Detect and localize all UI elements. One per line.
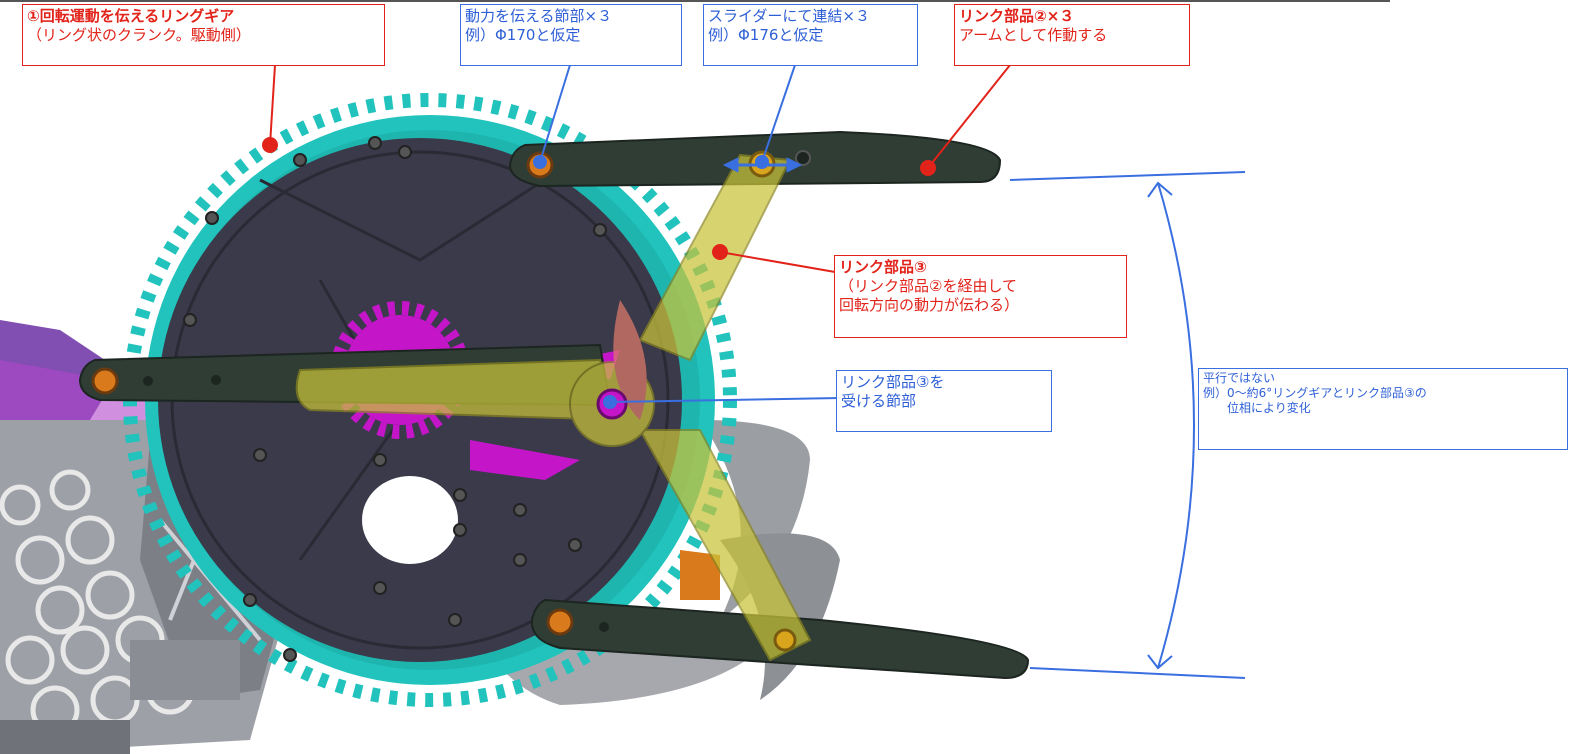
callout-link3-joint-line2: 受ける節部 xyxy=(841,392,917,410)
callout-parallel-line3: 位相により変化 xyxy=(1227,401,1311,415)
callout-link2-line2: アームとして作動する xyxy=(959,26,1108,44)
slider-pin-bottom xyxy=(773,628,797,652)
angle-arc-arrow-bottom xyxy=(1147,654,1173,670)
callout-link3-title: リンク部品③ xyxy=(839,258,927,276)
callout-parallel-line1: 平行ではない xyxy=(1203,371,1276,385)
callout-parallel: 平行ではない 例）0～約6°リングギアとリンク部品③の 位相により変化 xyxy=(1198,368,1568,450)
callout-link2: リンク部品②×３ アームとして作動する xyxy=(954,4,1190,66)
callout-parallel-line2: 例）0～約6°リングギアとリンク部品③の xyxy=(1203,386,1427,400)
reference-line-bottom xyxy=(1029,667,1246,679)
callout-slider-176-line1: スライダーにて連結×３ xyxy=(708,7,870,25)
callout-slider-176: スライダーにて連結×３ 例）Φ176と仮定 xyxy=(703,4,918,66)
callout-link3: リンク部品③ （リンク部品②を経由して 回転方向の動力が伝わる） xyxy=(834,255,1127,338)
callout-link3-line3: 回転方向の動力が伝わる） xyxy=(839,296,1020,314)
callout-joint-170-line2: 例）Φ170と仮定 xyxy=(465,26,581,44)
callout-ring-gear-title: ①回転運動を伝えるリングギア xyxy=(27,7,235,25)
ring-gear-leader xyxy=(269,64,276,146)
joint-leader xyxy=(539,64,571,163)
callout-slider-176-line2: 例）Φ176と仮定 xyxy=(708,26,824,44)
reference-line-top xyxy=(1009,171,1246,181)
link2-leader xyxy=(927,64,1011,169)
callout-link3-joint-line1: リンク部品③を xyxy=(841,373,945,391)
slider-leader xyxy=(761,64,796,163)
callout-joint-170: 動力を伝える節部×３ 例）Φ170と仮定 xyxy=(460,4,682,66)
callout-link3-line2: （リンク部品②を経由して xyxy=(839,277,1017,295)
callout-ring-gear-subtitle: （リング状のクランク。駆動側） xyxy=(27,26,251,44)
link3-joint-leader xyxy=(609,397,841,403)
callout-joint-170-line1: 動力を伝える節部×３ xyxy=(465,7,613,25)
angle-arc-arrow-top xyxy=(1147,181,1173,198)
slider-direction-arrow xyxy=(722,157,803,173)
callout-ring-gear: ①回転運動を伝えるリングギア （リング状のクランク。駆動側） xyxy=(22,4,385,66)
callout-link3-joint: リンク部品③を 受ける節部 xyxy=(836,370,1052,432)
angle-arc xyxy=(1157,182,1195,669)
link3-leader xyxy=(719,251,836,273)
callout-link2-title: リンク部品②×３ xyxy=(959,7,1075,25)
orange-bracket xyxy=(680,550,720,600)
